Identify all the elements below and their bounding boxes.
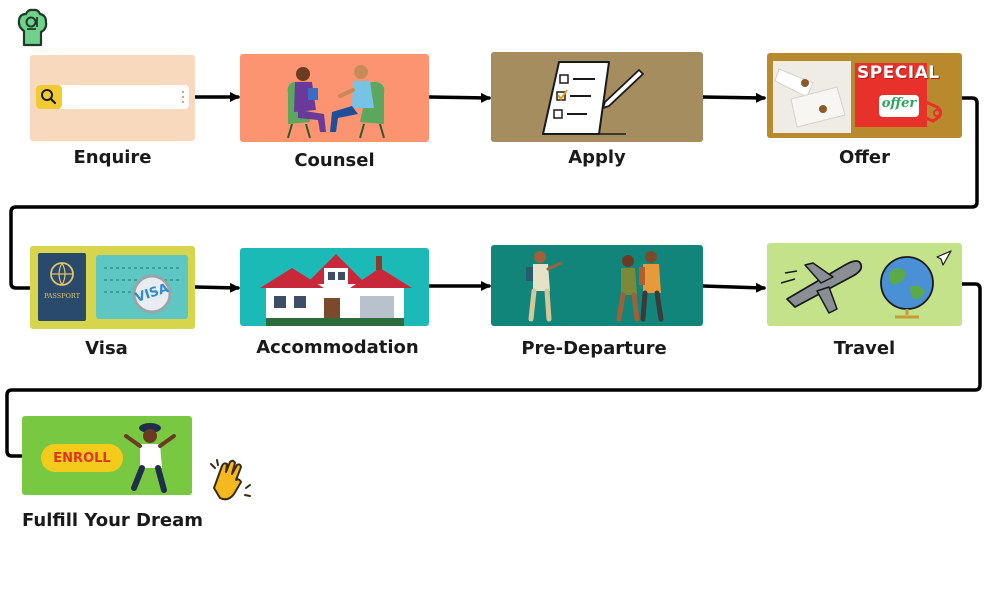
ok-hand-icon xyxy=(17,8,48,47)
step-card-counsel[interactable] xyxy=(240,54,429,142)
arrow-visa-accommodation xyxy=(193,282,240,293)
step-card-apply[interactable] xyxy=(491,52,703,142)
plane-globe-illustration xyxy=(780,250,952,319)
search-bar-illustration xyxy=(36,85,189,109)
offer-envelopes-illustration xyxy=(773,61,943,133)
step-label-counsel: Counsel xyxy=(294,150,375,171)
step-label-visa: Visa xyxy=(85,338,128,359)
step-label-enquire: Enquire xyxy=(73,147,152,168)
step-label-accommodation: Accommodation xyxy=(256,337,419,358)
checklist-form-illustration xyxy=(542,61,644,135)
house-illustration xyxy=(260,254,412,326)
connector-travel-fulfill xyxy=(5,282,982,458)
arrow-counsel-apply xyxy=(428,92,491,103)
step-label-offer: Offer xyxy=(839,147,890,168)
pilot-celebrating-illustration xyxy=(124,423,176,493)
step-label-pre-departure: Pre-Departure xyxy=(521,338,667,359)
passport-cover-text: PASSPORT xyxy=(43,292,81,300)
travellers-illustration xyxy=(526,251,664,322)
special-sticker-text: SPECIAL xyxy=(857,63,940,83)
step-card-travel[interactable] xyxy=(767,243,962,326)
clapping-hands-icon xyxy=(210,459,251,501)
arrow-predeparture-travel xyxy=(701,282,766,293)
offer-sticker-text: offer xyxy=(881,96,917,111)
step-label-travel: Travel xyxy=(833,338,896,359)
step-card-offer[interactable]: SPECIAL offer xyxy=(767,53,962,138)
enroll-button[interactable]: ENROLL xyxy=(41,444,123,472)
step-label-fulfill: Fulfill Your Dream xyxy=(22,510,203,531)
step-card-fulfill[interactable]: ENROLL xyxy=(22,416,192,495)
arrow-apply-offer xyxy=(701,92,766,103)
step-card-pre-departure[interactable] xyxy=(491,245,703,326)
step-card-enquire[interactable] xyxy=(30,55,195,141)
passport-visa-illustration xyxy=(38,253,188,321)
step-card-accommodation[interactable] xyxy=(240,248,429,326)
step-card-visa[interactable]: PASSPORT VISA xyxy=(30,246,195,329)
counselling-illustration xyxy=(287,65,385,139)
step-label-apply: Apply xyxy=(568,147,626,168)
connector-offer-visa xyxy=(9,96,979,290)
